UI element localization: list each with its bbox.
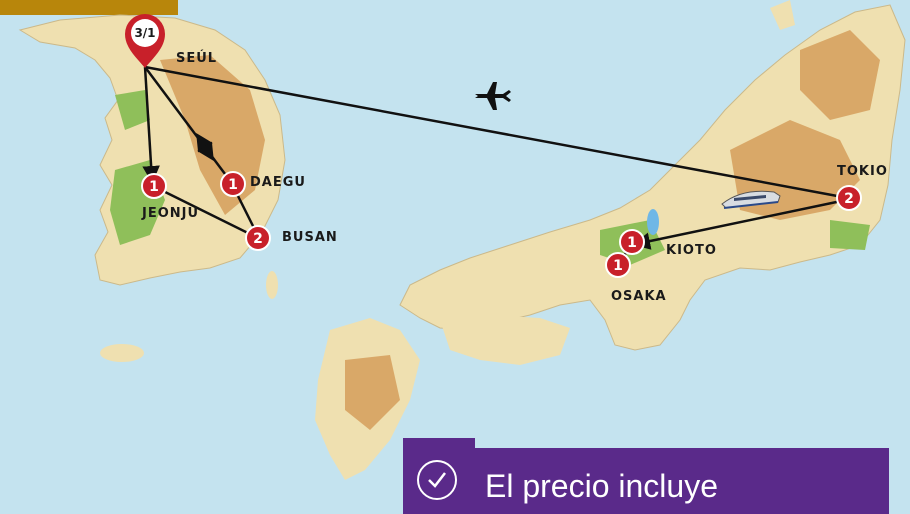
check-circle-icon [417,460,457,500]
city-label-tokio: TOKIO [837,164,888,179]
map-pin-icon: 3/1 [125,14,165,68]
badge-tokio: 2 [836,185,862,211]
route-tokio-kioto [632,198,847,250]
svg-text:1: 1 [149,179,159,195]
badge-daegu: 1 [220,171,246,197]
header-accent-bar [0,0,178,15]
svg-text:2: 2 [844,191,854,207]
start-date-label: 3/1 [134,26,155,40]
city-label-daegu: DAEGU [250,175,306,190]
route-arrow-mid [196,133,214,161]
japan-landmass [315,0,906,480]
airplane-icon [475,82,511,110]
badge-busan: 2 [245,225,271,251]
svg-text:2: 2 [253,231,263,247]
city-label-jeonju: JEONJU [141,206,199,221]
price-includes-label: El precio incluye [485,468,718,504]
cta-tab [403,438,475,448]
badge-kioto: 1 [619,229,645,255]
svg-text:1: 1 [627,235,637,251]
city-label-osaka: OSAKA [611,289,667,304]
train-icon [721,190,781,209]
city-label-seoul: SEÚL [176,50,217,66]
svg-text:1: 1 [228,177,238,193]
night-badges: 1 1 2 1 1 2 [141,171,862,278]
price-includes-button[interactable]: El precio incluye [403,438,889,514]
route-daegu-seoul [143,66,233,183]
city-labels: SEÚL DAEGU JEONJU BUSAN KIOTO OSAKA TOKI… [141,50,888,304]
route-jeonju-busan [154,185,259,240]
route-seoul-tokio [144,65,849,200]
routes [142,65,849,267]
svg-text:1: 1 [613,258,623,274]
badge-osaka: 1 [605,252,631,278]
city-label-busan: BUSAN [282,230,338,245]
badge-jeonju: 1 [141,173,167,199]
route-seoul-jeonju [142,66,160,184]
city-label-kioto: KIOTO [666,243,717,258]
